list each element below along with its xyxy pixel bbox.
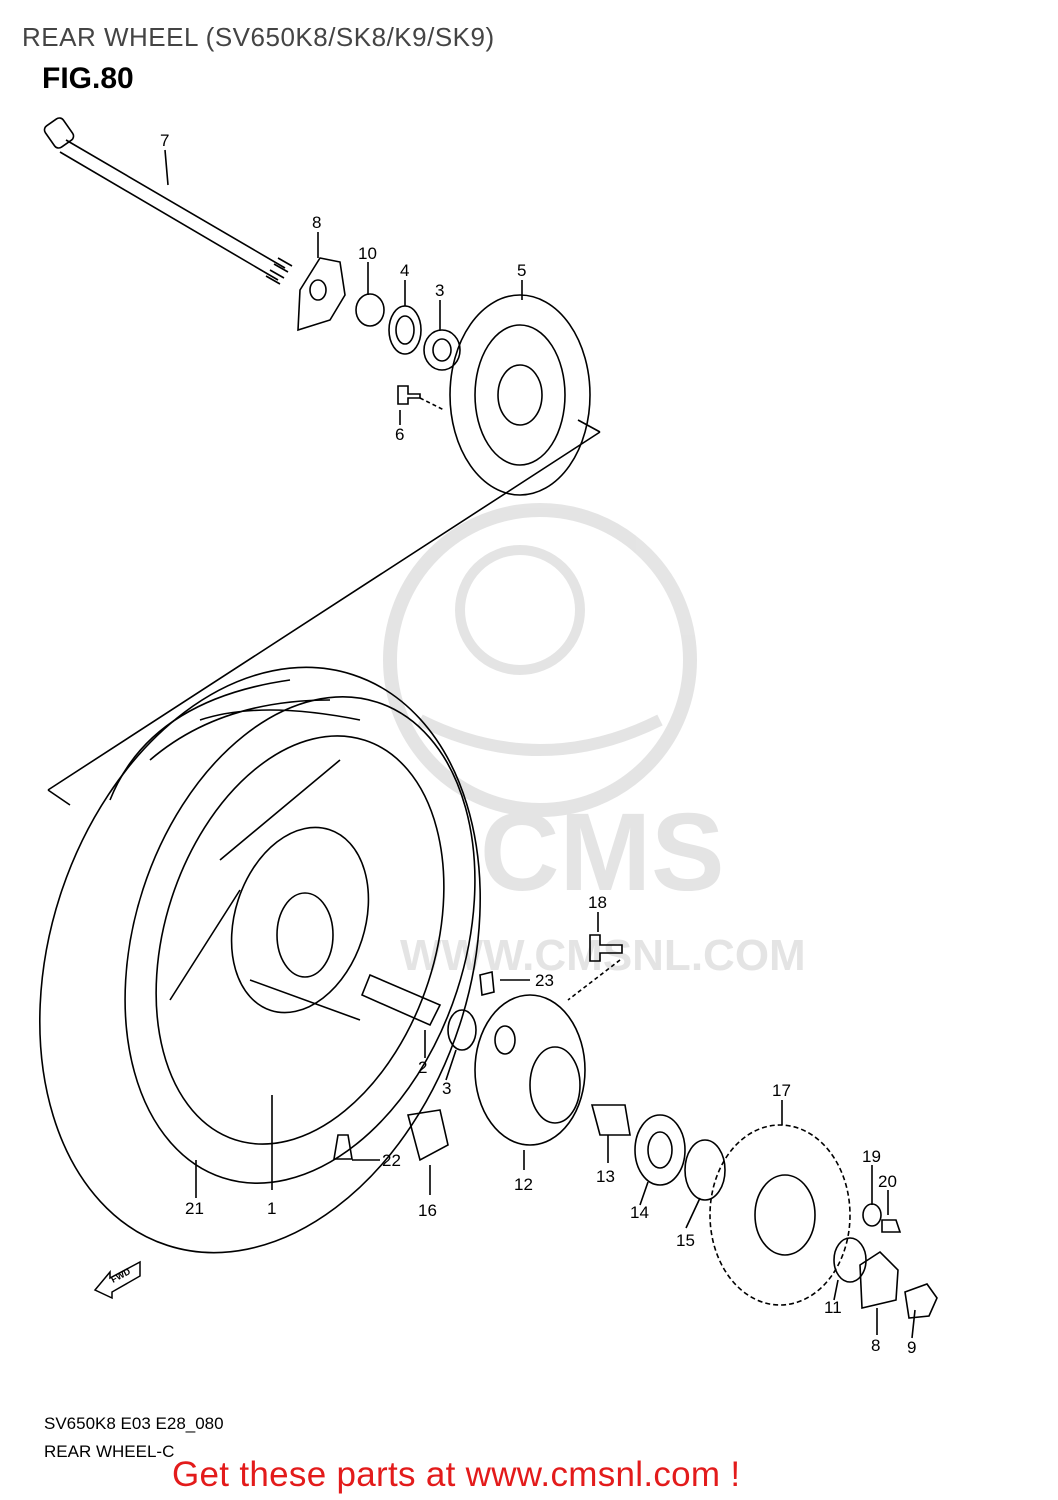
figure-label: FIG.80 <box>42 62 134 95</box>
caliper-bracket-top <box>297 257 346 332</box>
cush-rubber <box>406 1109 449 1162</box>
watermark-url: WWW.CMSNL.COM <box>400 931 806 980</box>
sprocket-bolt <box>589 934 623 962</box>
caliper-bracket-bottom <box>859 1250 899 1309</box>
callout-3-lower: 3 <box>442 1079 451 1098</box>
callout-16: 16 <box>418 1201 437 1220</box>
callout-19: 19 <box>862 1147 881 1166</box>
fwd-arrow-icon: FWD <box>93 1260 141 1300</box>
callout-8-lower: 8 <box>871 1336 880 1355</box>
callout-13: 13 <box>596 1167 615 1186</box>
rear-sprocket <box>709 1124 851 1306</box>
callout-12: 12 <box>514 1175 533 1194</box>
diagram-code: SV650K8 E03 E28_080 <box>44 1414 224 1433</box>
callout-21: 21 <box>185 1199 204 1218</box>
diagram-name: REAR WHEEL-C <box>44 1442 175 1461</box>
callout-5: 5 <box>517 261 526 280</box>
axle-nut <box>904 1283 938 1319</box>
callout-1: 1 <box>267 1199 276 1218</box>
callout-20: 20 <box>878 1172 897 1191</box>
hub-bearing <box>634 1114 686 1186</box>
wheel-spacer <box>360 973 442 1027</box>
brake-disc <box>449 294 591 496</box>
callout-9: 9 <box>907 1338 916 1357</box>
callout-23: 23 <box>535 971 554 990</box>
callout-8: 8 <box>312 213 321 232</box>
callout-22: 22 <box>382 1151 401 1170</box>
callout-10: 10 <box>358 244 377 263</box>
callout-7: 7 <box>160 131 169 150</box>
callout-3: 3 <box>435 281 444 300</box>
callout-15: 15 <box>676 1231 695 1250</box>
callout-4: 4 <box>400 261 409 280</box>
rear-wheel-rim <box>155 735 445 1145</box>
cotter-pin <box>479 970 495 997</box>
disc-bolt <box>397 385 421 405</box>
callout-18: 18 <box>588 893 607 912</box>
page-title: REAR WHEEL (SV650K8/SK8/K9/SK9) <box>22 22 495 52</box>
callout-11: 11 <box>824 1298 842 1317</box>
axle-part <box>43 117 293 285</box>
callout-labels: 7 8 10 4 3 5 6 18 23 2 3 12 13 14 15 17 … <box>160 131 916 1357</box>
sprocket-washer <box>862 1203 882 1227</box>
callout-2: 2 <box>418 1058 427 1077</box>
watermark-logo: CMS WWW.CMSNL.COM <box>383 503 806 980</box>
sprocket-nut <box>881 1219 902 1233</box>
axle-spacer <box>833 1237 867 1283</box>
callout-14: 14 <box>630 1203 649 1222</box>
sprocket-hub <box>474 994 586 1146</box>
hub-spacer <box>590 1104 631 1136</box>
callout-6: 6 <box>395 425 404 444</box>
spacer-part <box>355 293 385 327</box>
assembly-boundary <box>47 419 601 806</box>
bearing-part <box>423 329 461 371</box>
callout-17: 17 <box>772 1081 791 1100</box>
seal-part <box>388 305 422 355</box>
hub-seal <box>684 1139 726 1201</box>
tire-valve <box>333 1134 353 1160</box>
watermark-text: CMS <box>480 791 724 914</box>
rear-tire <box>39 666 481 1254</box>
cta-banner[interactable]: Get these parts at www.cmsnl.com ! <box>172 1455 741 1494</box>
